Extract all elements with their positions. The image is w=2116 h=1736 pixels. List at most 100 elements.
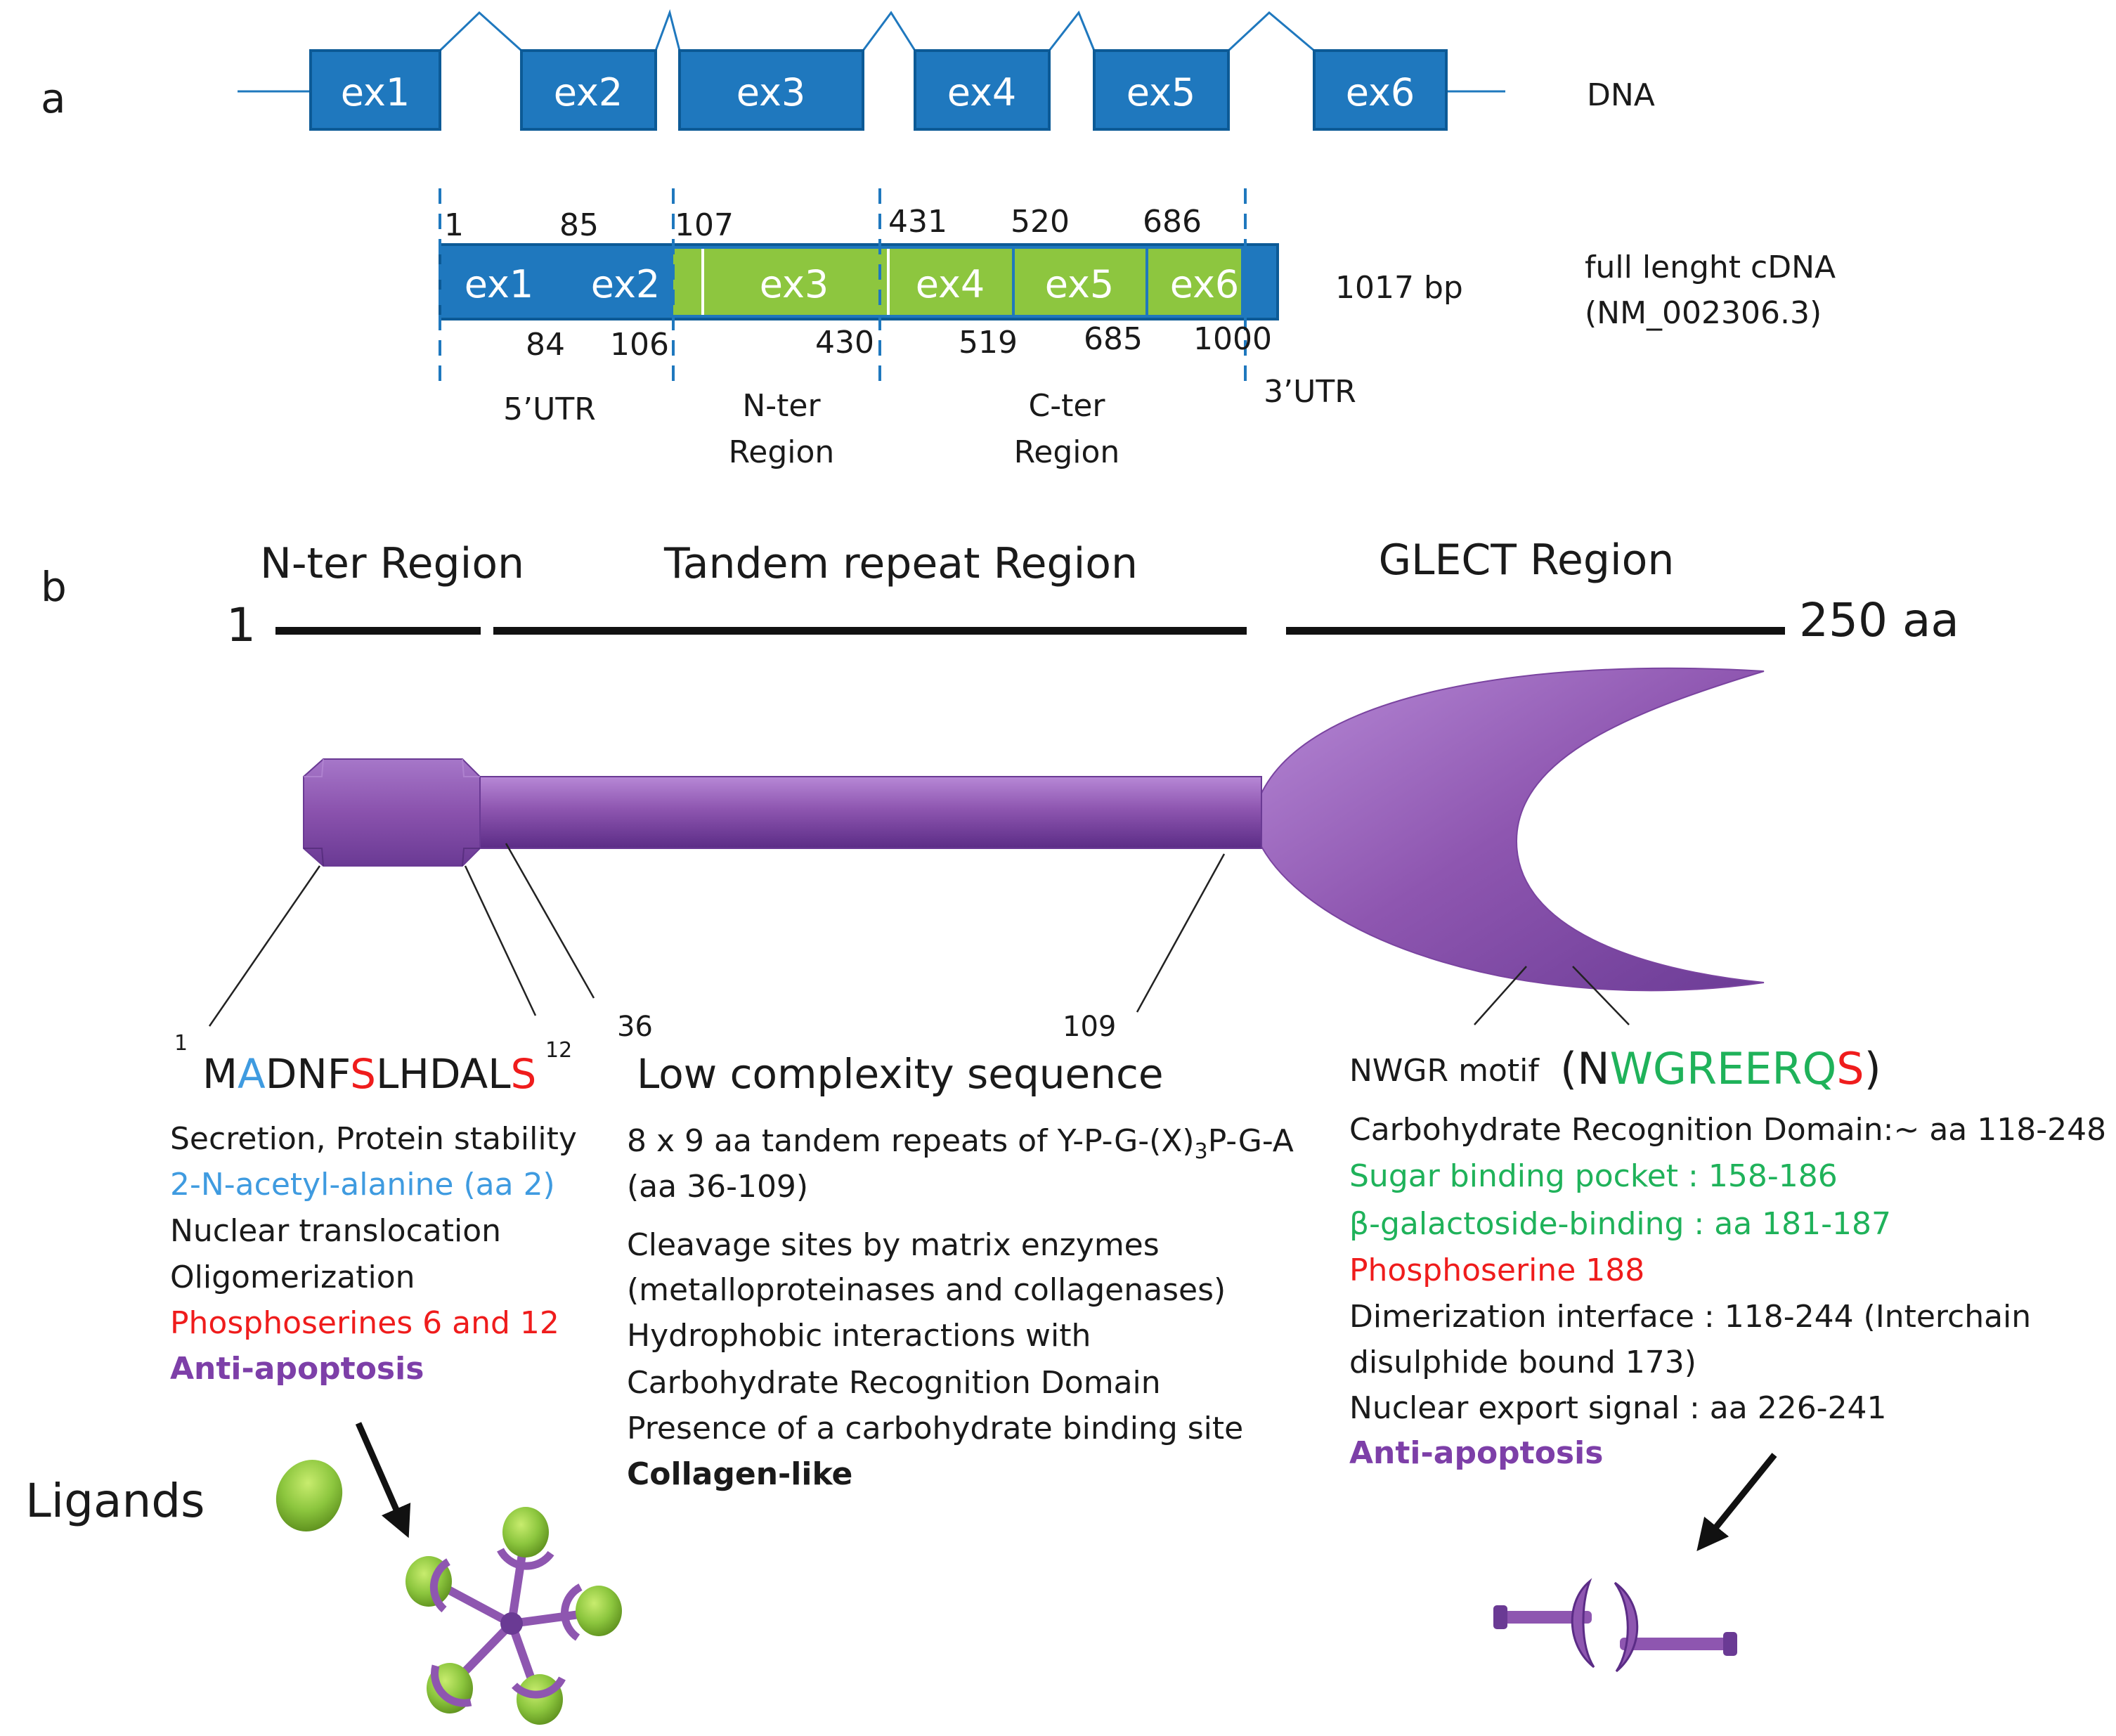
protein-region-scale: N-ter Region Tandem repeat Region GLECT … <box>226 536 1959 652</box>
seq-m: M <box>202 1050 238 1098</box>
pos-bottom-519: 519 <box>959 325 1018 361</box>
protein-schematic <box>303 667 1765 992</box>
cdna-structure: ex1 ex2 ex3 ex4 ex5 ex6 1 85 107 431 520… <box>439 188 1836 470</box>
scale-bar-tandem <box>493 627 1247 635</box>
pos-bottom-84: 84 <box>526 327 565 363</box>
dna-exon-2 <box>520 49 657 131</box>
glect-feature-6: disulphide bound 173) <box>1349 1345 1696 1380</box>
scale-start: 1 <box>226 598 256 652</box>
tandem-feature-1: 8 x 9 aa tandem repeats of Y-P-G-(X)3P-G… <box>627 1123 1294 1164</box>
pos-top-520: 520 <box>1011 204 1070 240</box>
protein-glect-crescent <box>1257 667 1765 992</box>
dna-exon-5 <box>1093 49 1230 131</box>
panel-a-label: a <box>41 75 66 122</box>
cdna-exon-1-label: ex1 <box>465 262 534 306</box>
region-cter-line1: C-ter <box>1028 388 1105 424</box>
region-nter-line1: N-ter <box>742 388 821 424</box>
nter-feature-2: 2-N-acetyl-alanine (aa 2) <box>170 1167 555 1203</box>
region-utr5: 5’UTR <box>503 391 596 427</box>
pos-bottom-106: 106 <box>610 327 669 363</box>
nter-feature-3: Nuclear translocation <box>170 1213 501 1249</box>
dna-exon-1 <box>309 49 441 131</box>
dna-exon-5-label: ex5 <box>1127 70 1196 115</box>
pos-top-1: 1 <box>444 207 464 243</box>
protein-nter-head <box>303 758 481 867</box>
cdna-exon-6-label: ex6 <box>1170 262 1240 306</box>
scale-bar-nter <box>275 627 481 635</box>
intron-2 <box>654 8 681 51</box>
nwgr-sequence: (NWGREERQS) <box>1560 1043 1881 1094</box>
arrow-to-oligomer <box>355 1422 411 1539</box>
dna-exon-4 <box>914 49 1051 131</box>
nter-annotation: 1 MADNFSLHDALS 12 Secretion, Protein sta… <box>170 1031 577 1387</box>
low-complexity-title: Low complexity sequence <box>637 1050 1164 1098</box>
tandem-feature-2: (aa 36-109) <box>627 1169 808 1205</box>
ligands-label: Ligands <box>25 1474 205 1528</box>
nter-feature-1: Secretion, Protein stability <box>170 1121 577 1157</box>
dna-exon-3 <box>678 49 864 131</box>
nter-feature-5: Phosphoserines 6 and 12 <box>170 1305 559 1341</box>
cdna-exon-4-label: ex4 <box>916 262 985 306</box>
tandem-feature-3: Cleavage sites by matrix enzymes <box>627 1227 1160 1263</box>
scale-end: 250 aa <box>1799 593 1959 647</box>
marker-1: 1 <box>174 1031 188 1056</box>
cdna-exon-5-label: ex5 <box>1045 262 1115 306</box>
pos-bottom-430: 430 <box>815 325 874 361</box>
tandem-feature-7: Presence of a carbohydrate binding site <box>627 1411 1243 1446</box>
dna-exon-1-label: ex1 <box>341 70 410 115</box>
pos-bottom-1000: 1000 <box>1193 321 1272 357</box>
dimer-illustration <box>1493 1453 1777 1673</box>
tandem-feature-6: Carbohydrate Recognition Domain <box>627 1365 1161 1401</box>
tandem-annotation: 36 109 Low complexity sequence 8 x 9 aa … <box>617 1011 1294 1492</box>
intron-3 <box>862 11 916 51</box>
glect-feature-3: β-galactoside-binding : aa 181-187 <box>1349 1206 1891 1242</box>
seq-lhdal: LHDAL <box>376 1050 511 1098</box>
cdna-label-line2: (NM_002306.3) <box>1585 295 1822 331</box>
dna-gene-structure: ex1 ex2 ex3 ex4 ex5 ex6 DNA <box>238 8 1655 131</box>
seq-s6: S <box>350 1050 376 1098</box>
region-tandem-title: Tandem repeat Region <box>663 539 1138 588</box>
glect-feature-2: Sugar binding pocket : 158-186 <box>1349 1158 1838 1194</box>
marker-109: 109 <box>1063 1011 1116 1043</box>
region-glect-title: GLECT Region <box>1379 536 1675 585</box>
pos-top-431: 431 <box>888 204 947 240</box>
pentamer-oligomer-icon <box>405 1507 622 1725</box>
nter-sequence: MADNFSLHDALS <box>202 1050 536 1098</box>
free-ligand <box>275 1460 343 1531</box>
tandem-feature-8: Collagen-like <box>627 1456 852 1492</box>
marker-12: 12 <box>545 1038 572 1063</box>
glect-annotation: NWGR motif (NWGREERQS) Carbohydrate Reco… <box>1349 1043 2106 1471</box>
glect-feature-8: Anti-apoptosis <box>1349 1435 1603 1471</box>
cdna-exon-3-label: ex3 <box>760 262 829 306</box>
nter-feature-6: Anti-apoptosis <box>170 1351 424 1387</box>
marker-36: 36 <box>617 1011 653 1043</box>
cdna-exon-2-label: ex2 <box>591 262 661 306</box>
glect-feature-7: Nuclear export signal : aa 226-241 <box>1349 1390 1887 1426</box>
scale-bar-glect <box>1286 627 1785 635</box>
pos-bottom-685: 685 <box>1084 321 1143 357</box>
dna-exon-6-label: ex6 <box>1346 70 1415 115</box>
cdna-label-line1: full lenght cDNA <box>1585 250 1836 285</box>
seq-a: A <box>238 1050 266 1098</box>
ligands-illustration: Ligands <box>25 1422 622 1725</box>
pos-top-85: 85 <box>559 207 599 243</box>
dna-exon-6 <box>1313 49 1448 131</box>
nter-feature-4: Oligomerization <box>170 1259 415 1295</box>
glect-feature-1: Carbohydrate Recognition Domain:~ aa 118… <box>1349 1112 2106 1148</box>
seq-dnf: DNF <box>266 1050 350 1098</box>
dna-exon-2-label: ex2 <box>554 70 623 115</box>
glect-feature-5: Dimerization interface : 118-244 (Interc… <box>1349 1299 2031 1335</box>
region-nter-title: N-ter Region <box>260 539 524 588</box>
tandem-feature-5: Hydrophobic interactions with <box>627 1318 1091 1354</box>
intron-1 <box>439 11 523 52</box>
dna-exon-4-label: ex4 <box>947 70 1017 115</box>
pointer-lines <box>208 843 1630 1027</box>
region-utr3: 3’UTR <box>1264 374 1356 410</box>
pos-top-107: 107 <box>675 207 734 243</box>
arrow-to-dimer <box>1696 1453 1777 1552</box>
cdna-length: 1017 bp <box>1335 270 1463 306</box>
tandem-feature-4: (metalloproteinases and collagenases) <box>627 1272 1226 1308</box>
nwgr-label: NWGR motif <box>1349 1053 1540 1089</box>
protein-tandem-rod <box>479 776 1262 849</box>
